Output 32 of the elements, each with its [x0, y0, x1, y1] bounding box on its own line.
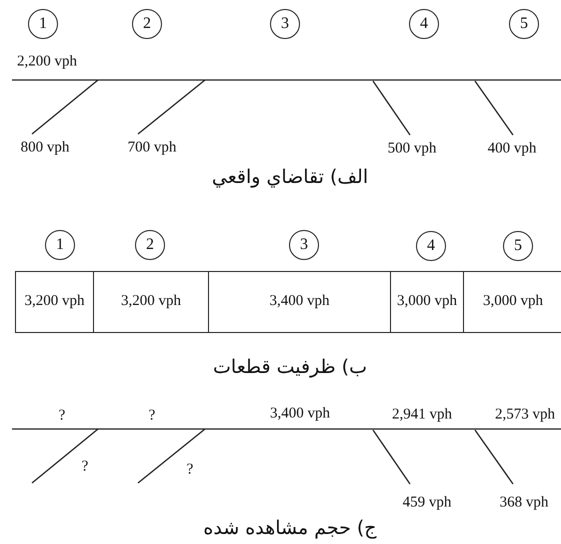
flow-label: ? [82, 458, 88, 476]
flow-label: 700 vph [128, 140, 176, 156]
capacity-cell: 3,200 vph [93, 271, 209, 333]
segment-number-circle: 1 [28, 9, 58, 39]
flow-label: 2,200 vph [17, 54, 77, 70]
capacity-cell: 3,400 vph [208, 271, 391, 333]
panel-caption: ب) ظرفيت قطعات [213, 356, 367, 378]
capacity-cell: 3,000 vph [390, 271, 464, 333]
panel-caption: الف) تقاضاي واقعي [212, 166, 368, 188]
segment-number-circle: 4 [416, 231, 446, 261]
segment-number-circle: 4 [409, 9, 439, 39]
flow-label: 459 vph [402, 494, 452, 512]
capacity-cell: 3,000 vph [463, 271, 561, 333]
flow-label: ? [58, 408, 66, 424]
flow-label: 800 vph [20, 140, 70, 156]
panel-caption: ج) حجم مشاهده شده [203, 517, 377, 539]
segment-number-circle: 2 [135, 230, 165, 260]
segment-number-circle: 2 [132, 9, 162, 39]
segment-number-circle: 3 [270, 9, 300, 39]
flow-label: 400 vph [488, 140, 536, 158]
flow-label: ? [148, 408, 156, 424]
flow-label: 2,573 vph [495, 406, 555, 424]
segment-number-circle: 1 [45, 230, 75, 260]
flow-label: 368 vph [500, 494, 548, 512]
flow-label: ? [186, 462, 194, 478]
flow-label: 3,400 vph [270, 406, 330, 422]
segment-number-circle: 5 [509, 9, 539, 39]
capacity-cell: 3,200 vph [15, 271, 94, 333]
flow-label: 500 vph [388, 140, 436, 158]
segment-number-circle: 3 [289, 230, 319, 260]
segment-number-circle: 5 [503, 231, 533, 261]
flow-label: 2,941 vph [392, 406, 452, 424]
